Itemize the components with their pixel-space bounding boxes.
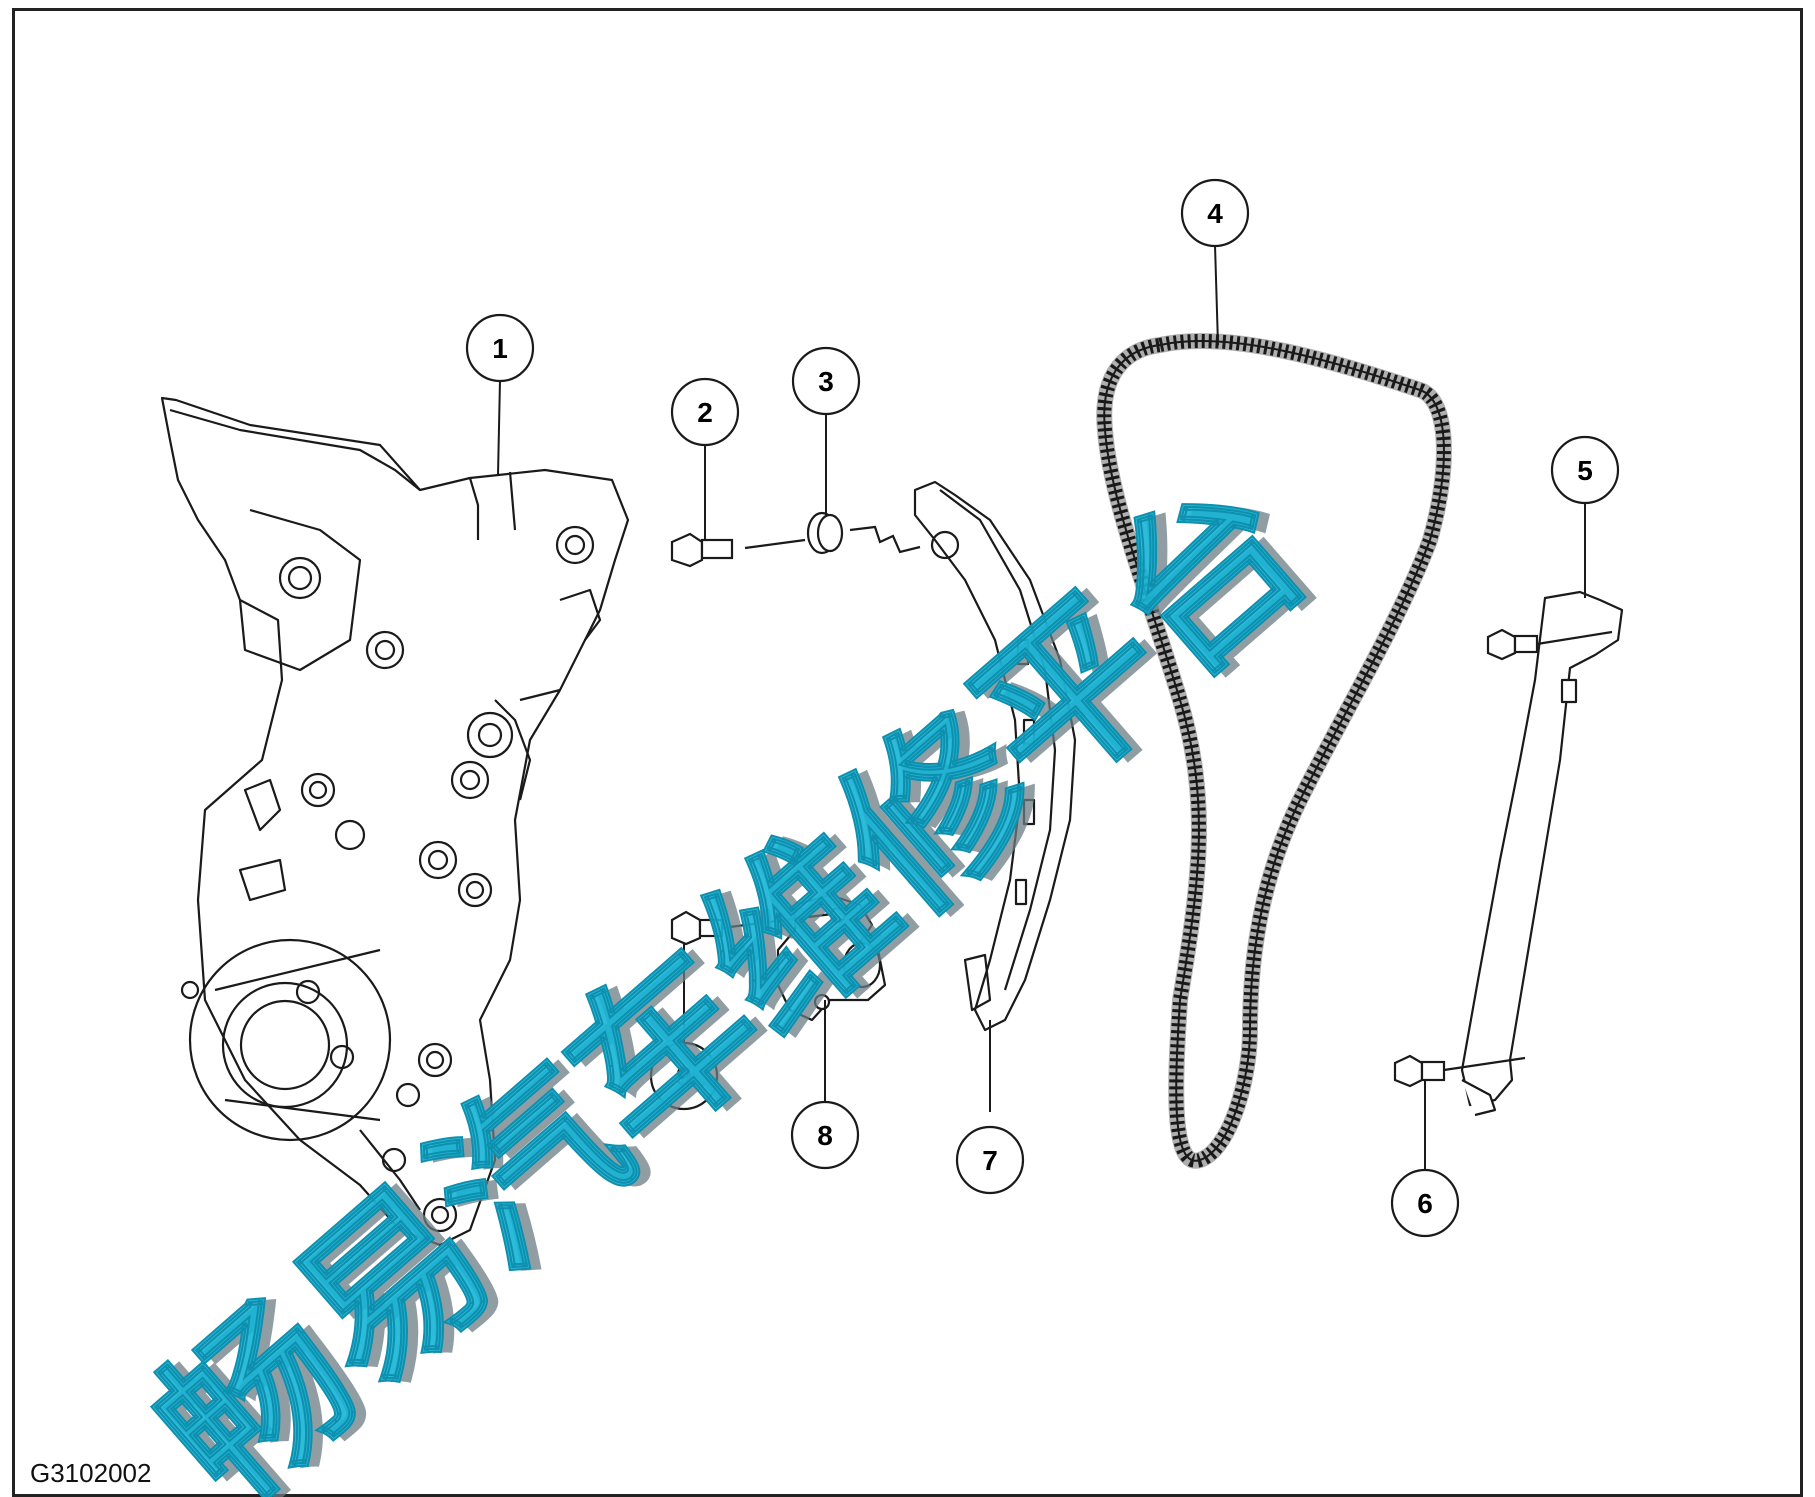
watermark: 畅易汽车维修平台 畅易汽车维修平台 <box>120 439 1356 1497</box>
callout-2-number: 2 <box>697 397 713 428</box>
tensioner-bolt <box>670 910 833 946</box>
timing-chain <box>1096 333 1452 1169</box>
fixed-guide <box>1460 590 1624 1117</box>
callout-6-number: 6 <box>1417 1188 1433 1219</box>
chain-tensioner <box>776 893 887 1022</box>
timing-cover <box>160 396 630 1247</box>
guide-bolt-lower <box>1393 1054 1526 1088</box>
callout-8: 8 <box>790 1100 860 1170</box>
callout-6: 6 <box>1390 1168 1460 1238</box>
callout-4-number: 4 <box>1207 198 1223 229</box>
callout-9-number: 9 <box>676 1061 692 1092</box>
callout-1: 1 <box>465 313 535 383</box>
callout-3: 3 <box>791 346 861 416</box>
callout-7: 7 <box>955 1125 1025 1195</box>
spacer <box>806 511 921 555</box>
callout-8-number: 8 <box>817 1120 833 1151</box>
callout-5-number: 5 <box>1577 455 1593 486</box>
callout-7-number: 7 <box>982 1145 998 1176</box>
leader-lines <box>497 244 1586 1185</box>
callout-5: 5 <box>1550 435 1620 505</box>
diagram-frame <box>12 8 1803 1497</box>
callout-1-number: 1 <box>492 333 508 364</box>
callout-9: 9 <box>649 1041 719 1111</box>
callout-4: 4 <box>1180 178 1250 248</box>
upper-guide-bolt <box>1486 628 1613 661</box>
tensioner-arm <box>913 480 1077 1032</box>
guide-bolt <box>670 532 806 568</box>
callout-2: 2 <box>670 377 740 447</box>
figure-id: G3102002 <box>30 1458 152 1488</box>
callout-3-number: 3 <box>818 366 834 397</box>
